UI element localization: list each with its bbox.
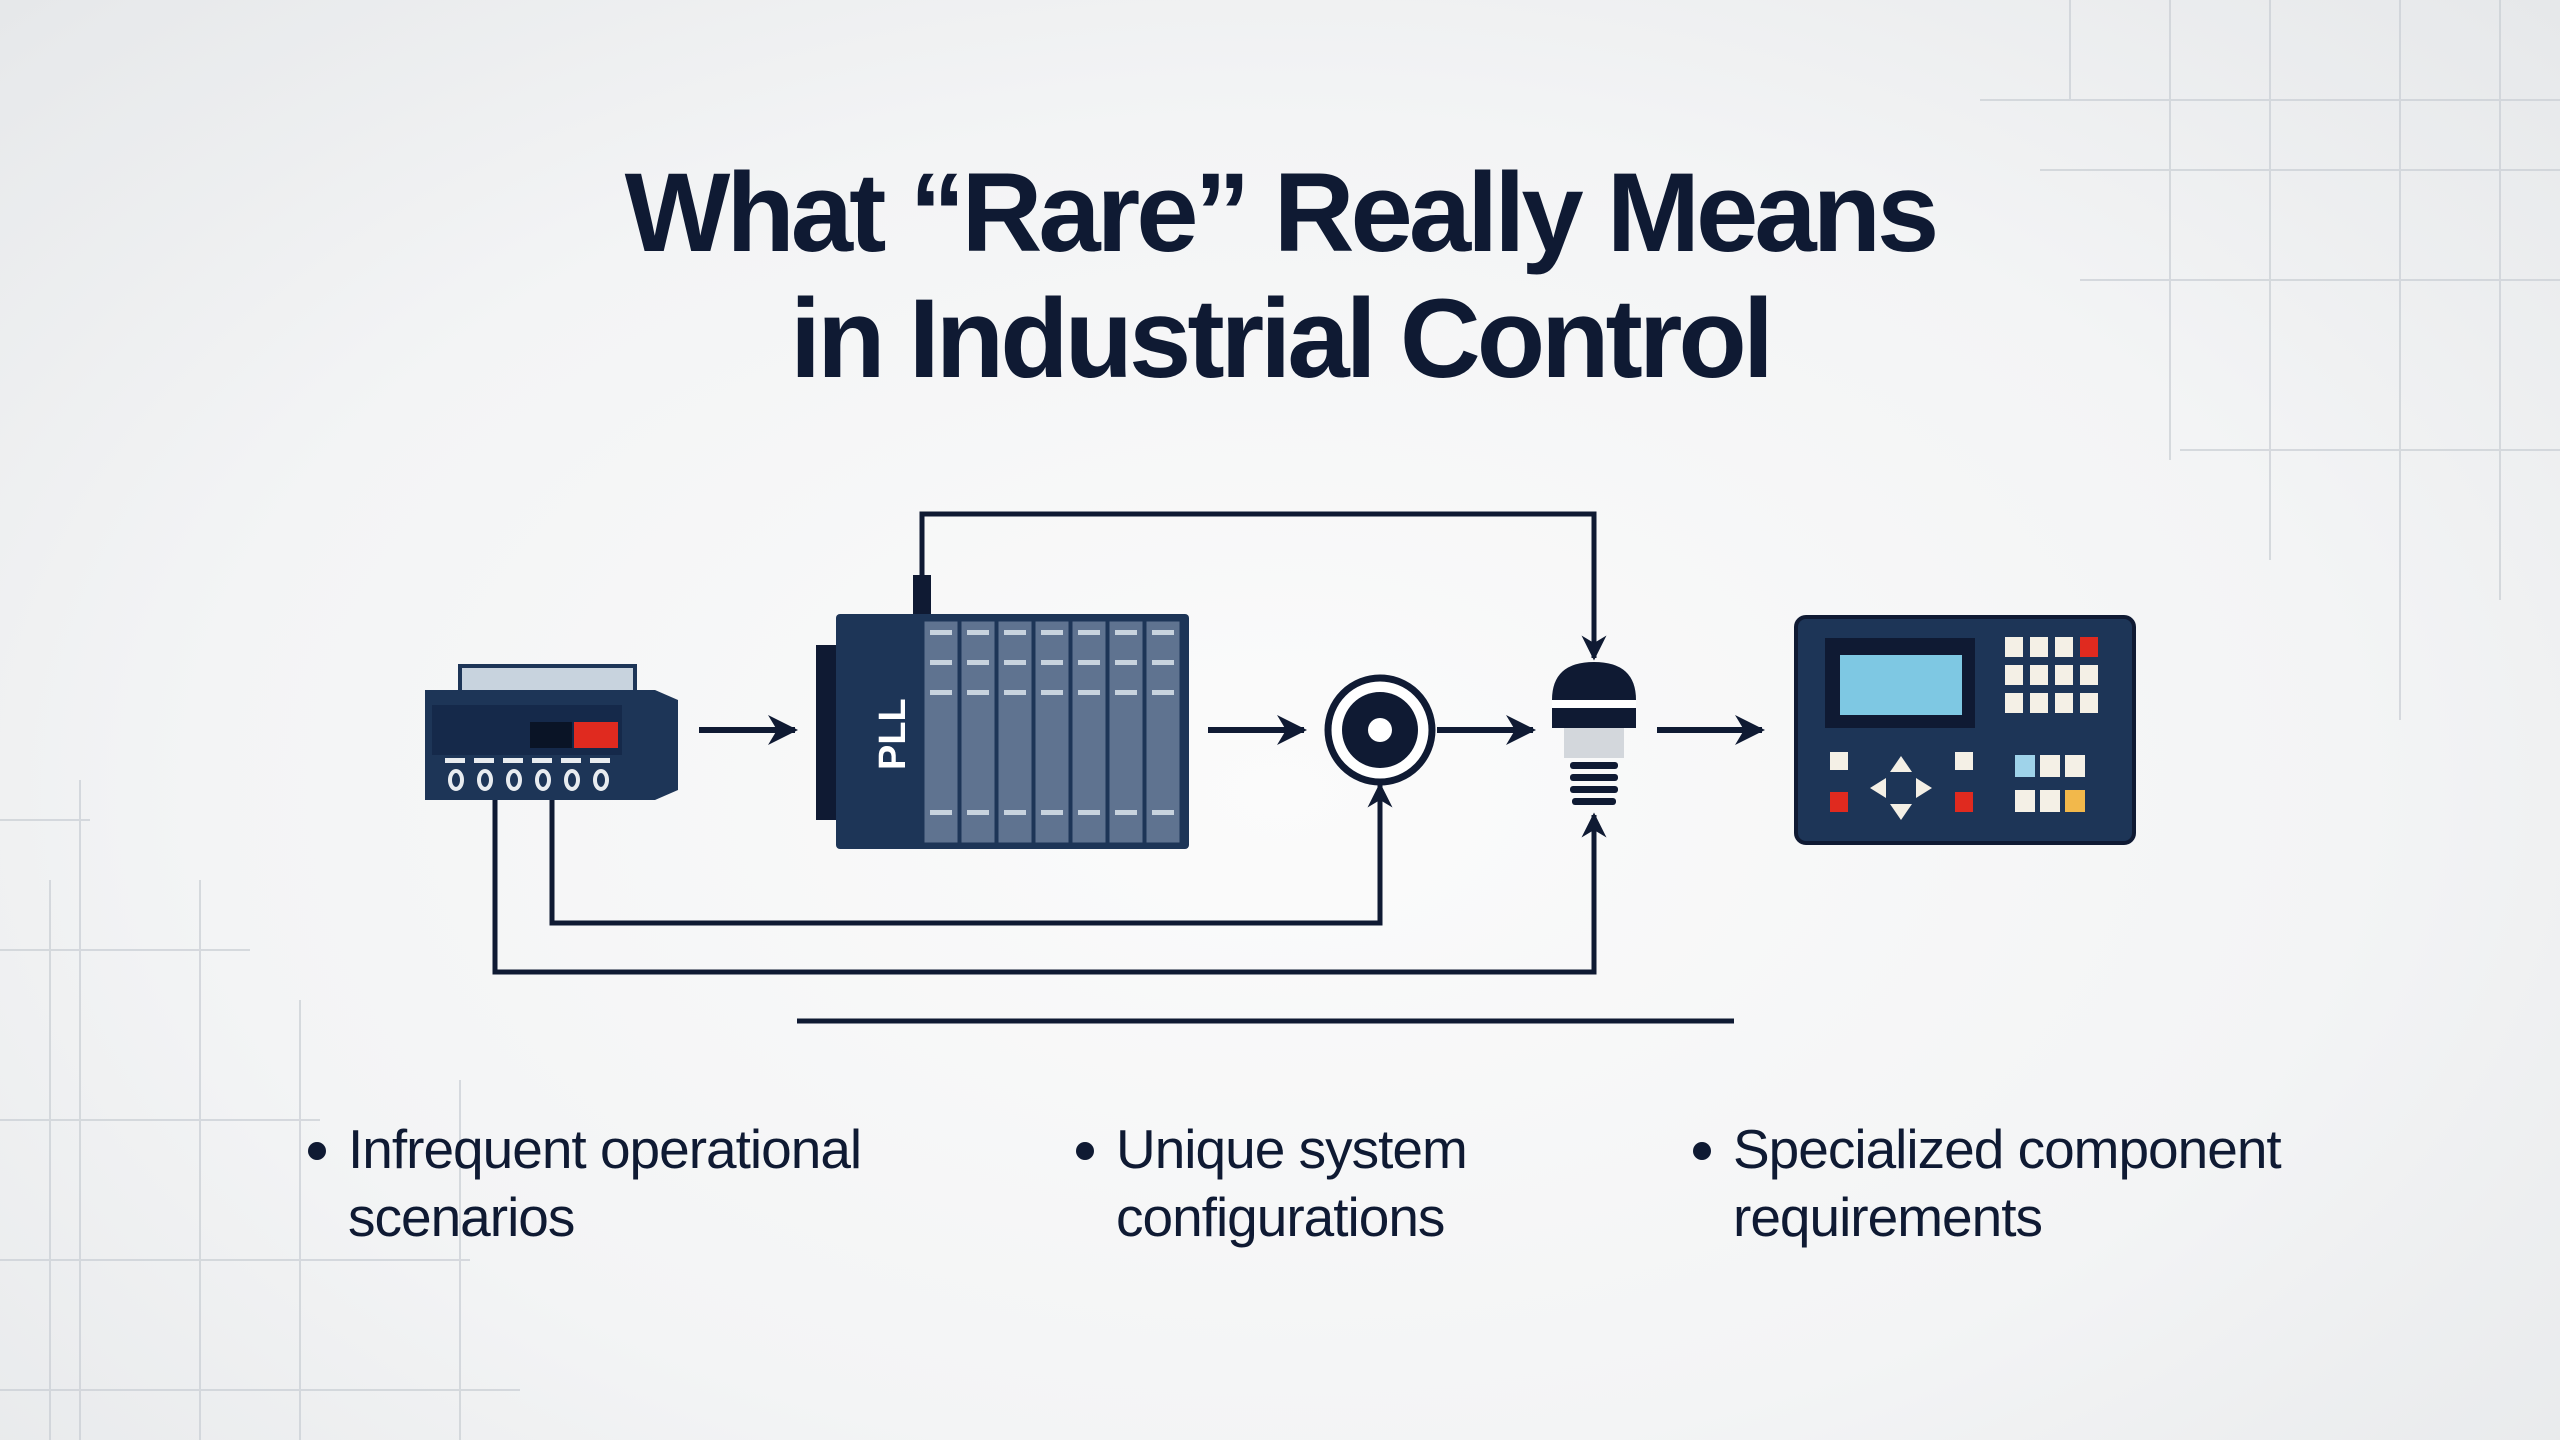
control-panel-icon [1794,615,2136,845]
wire-device-to-sensor [549,782,1393,926]
bullet-text-line: Infrequent operational [348,1118,862,1180]
title-line-2: in Industrial Control [790,276,1774,401]
sensor-ring-icon [1324,674,1436,786]
bullet-text-line: Unique system [1116,1118,1468,1180]
bullet-dot-icon [1076,1142,1094,1160]
plc-rack-icon: PLL [816,575,1189,849]
bullet-item: Unique system configurations [1076,1115,1468,1251]
input-device-icon [425,664,678,800]
wire-device-to-actuator [492,800,1607,975]
plc-label: PLL [872,698,914,770]
page-title: What “Rare” Really Means in Industrial C… [0,150,2560,402]
bullet-text-line: requirements [1733,1186,2043,1248]
wire-plc-to-actuator-top [919,511,1607,661]
bullet-item: Specialized component requirements [1693,1115,2282,1251]
bullet-item: Infrequent operational scenarios [308,1115,862,1251]
bullet-dot-icon [308,1142,326,1160]
actuator-valve-icon [1552,662,1636,805]
bullet-text-line: configurations [1116,1186,1445,1248]
feedback-wires [492,511,1607,975]
title-line-1: What “Rare” Really Means [624,150,1940,275]
bullet-dot-icon [1693,1142,1711,1160]
dpad-icon [1870,756,1932,820]
bullet-text-line: Specialized component [1733,1118,2282,1180]
bullet-text-line: scenarios [348,1186,575,1248]
